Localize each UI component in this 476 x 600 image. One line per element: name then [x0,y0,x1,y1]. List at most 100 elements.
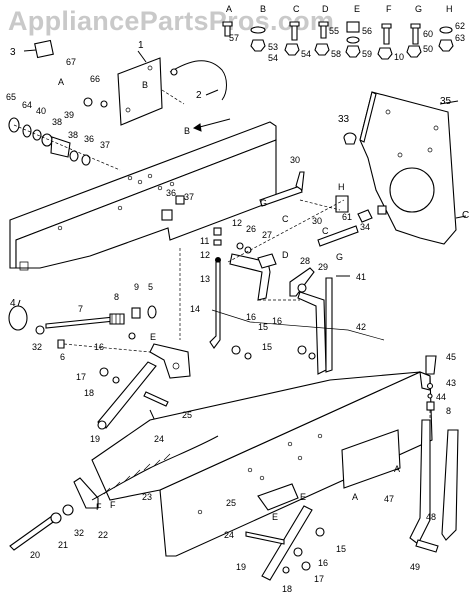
hardware-letter-h: H [446,4,453,14]
callout-7: 7 [78,304,83,314]
leader-35 [439,100,459,105]
callout-15-lower: 15 [336,544,346,554]
pin-part-6 [57,339,65,349]
callout-26: 26 [246,224,256,234]
lower-right-group [409,355,459,553]
callout-16-left: 16 [94,342,104,352]
washer-part-18-lower [282,566,290,574]
callout-25-mid: 25 [182,410,192,420]
bolt-part-24-lower [245,531,285,545]
hardware-nut-d [314,43,330,56]
lower-left-group [9,435,219,551]
side-plate-edge [359,91,377,143]
callout-23: 23 [142,492,152,502]
callout-19-left: 19 [90,434,100,444]
hardware-num-10: 10 [394,52,404,62]
nut-part-8-right [426,401,435,411]
bolt-head-part-66 [83,97,93,107]
arrow-d [227,199,345,263]
callout-15-right: 15 [262,342,272,352]
hardware-num-63: 63 [455,33,465,43]
plate-hole [385,109,391,115]
knob-part-4 [8,305,28,331]
link-part-19-lower [261,505,313,581]
frame-hole [259,475,265,481]
bracket-plate-part-1 [117,57,163,126]
bracket-part-22 [73,477,99,509]
callout-16-right: 16 [272,316,282,326]
upper-frame-rail [9,121,277,271]
hardware-washer-h [439,26,453,34]
callout-9: 9 [134,282,139,292]
bracket-hole [147,65,153,71]
callout-30-upper: 30 [290,155,300,165]
callout-40: 40 [36,106,46,116]
label-b-upper: B [142,80,148,90]
washer-part-21 [50,512,62,524]
spring-part-23-coils [103,453,171,495]
label-c-right: C [462,210,469,221]
nut-part-9 [131,307,141,319]
bolt-part-24 [143,391,169,407]
callout-18-left: 18 [84,388,94,398]
callout-5: 5 [148,282,153,292]
hardware-washer-e [346,36,360,44]
rail-hole [169,181,175,187]
callout-37-left: 37 [100,140,110,150]
lever-part-25-lower [257,483,299,511]
callout-61: 61 [342,212,352,222]
callout-66: 66 [90,74,100,84]
callout-8-right: 8 [446,406,451,416]
label-f-b: F [110,500,116,510]
washer-part-12 [213,239,222,246]
lever-hole [172,362,180,370]
spring-wire-part-2 [169,60,227,101]
label-a-upper: A [58,77,64,87]
callout-20: 20 [30,550,40,560]
callout-1: 1 [138,40,144,51]
washer-part-32 [35,325,45,335]
callout-6: 6 [60,352,65,362]
side-plate-large-hole [389,167,435,213]
callout-42: 42 [356,322,366,332]
pivot-stack-group [8,97,121,171]
hardware-num-62: 62 [455,21,465,31]
callout-4: 4 [10,298,16,309]
hardware-nut-c [284,43,300,56]
left-mid-linkage-group [8,299,191,437]
frame-hole [297,455,303,461]
bracket-part-30-tab [295,171,305,191]
arrow-head [192,123,202,132]
hardware-num-54b: 54 [301,49,311,59]
callout-65: 65 [6,92,16,102]
hardware-letter-b: B [260,4,266,14]
rail-hole [137,179,143,185]
nut-part-11 [213,227,222,236]
nut-part-17 [99,367,109,377]
washer-part-26 [236,242,244,250]
lower-frame-plate [341,429,401,489]
callout-19-lower: 19 [236,562,246,572]
hardware-block-e [346,21,360,33]
callout-41: 41 [356,272,366,282]
plate-hole [427,147,433,153]
leader-3 [23,49,37,52]
rail-hole [147,173,153,179]
callout-49: 49 [410,562,420,572]
label-f-a: F [96,502,102,512]
label-g-upper: G [260,198,267,208]
clip-part-16 [231,345,241,355]
plate-hole [433,125,439,131]
guide-line [63,343,151,353]
plate-hole [397,152,403,158]
hardware-nut-h [438,39,454,52]
callout-11: 11 [200,236,209,246]
clip-part-16b [297,345,307,355]
upper-bracket-group [23,39,231,132]
callout-29: 29 [318,262,328,272]
hardware-num-59: 59 [362,49,372,59]
rail-nut-37 [175,195,185,205]
callout-64: 64 [22,100,32,110]
callout-2: 2 [196,90,202,101]
